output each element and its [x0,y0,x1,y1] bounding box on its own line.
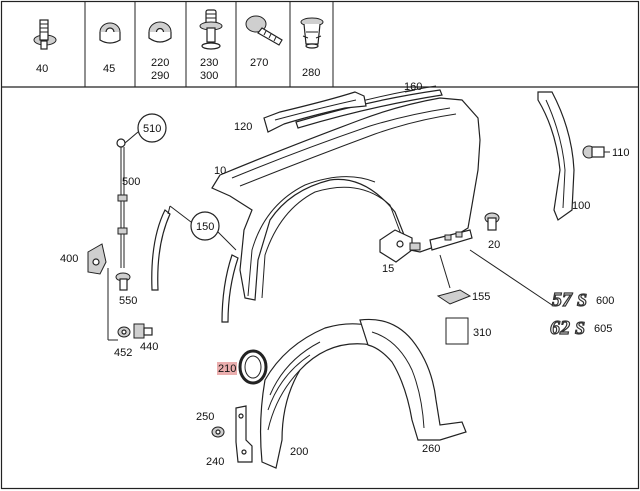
label-110: 110 [612,147,630,159]
label-200: 200 [290,446,308,458]
bracket-15[interactable] [379,229,421,263]
label-290: 290 [151,70,169,82]
clip-110[interactable] [582,145,605,159]
label-270: 270 [250,57,268,69]
bolt-20[interactable] [484,212,500,231]
highlight-210 [217,362,237,375]
label-210: 210 [218,363,236,375]
leader-badge [469,249,553,306]
label-10: 10 [214,165,226,177]
header-cells [84,1,334,87]
label-550: 550 [119,295,137,307]
label-230: 230 [200,57,218,69]
washer-452[interactable] [117,326,131,338]
svg-text:62: 62 [550,317,570,339]
part-230-rivet-icon[interactable] [199,9,223,50]
part-40-bolt-icon[interactable] [33,19,57,50]
label-605: 605 [594,323,612,335]
part-45-nut-icon[interactable] [99,22,121,44]
pad-155[interactable] [436,289,472,305]
callout-150 [190,211,220,241]
label-440: 440 [140,341,158,353]
label-100: 100 [572,200,590,212]
label-300: 300 [200,70,218,82]
label-160: 160 [404,81,422,93]
badge-62s[interactable]: 62 S [549,316,585,339]
bolt-250[interactable] [211,426,225,438]
seal-120[interactable] [263,91,367,133]
part-270-screw-icon[interactable] [245,15,283,46]
liner-200[interactable] [259,323,397,469]
part-280-clip-icon[interactable] [300,17,324,49]
callout-510 [137,113,167,143]
bolt-440[interactable] [133,323,153,339]
label-150: 150 [196,221,214,233]
svg-text:S: S [577,290,587,310]
svg-text:57: 57 [552,289,573,311]
label-250: 250 [196,411,214,423]
label-40: 40 [36,63,48,75]
liner-260[interactable] [359,318,467,441]
svg-text:S: S [575,318,585,338]
badge-57s[interactable]: 57 S [551,288,587,311]
label-280: 280 [302,67,320,79]
bracket-400[interactable] [87,243,107,275]
label-120: 120 [234,121,252,133]
screw-550[interactable] [115,272,131,291]
label-310: 310 [473,327,491,339]
label-20: 20 [488,239,500,251]
label-500: 500 [122,176,140,188]
label-510: 510 [143,123,161,135]
bracket-240[interactable] [235,405,253,463]
label-452: 452 [114,347,132,359]
label-45: 45 [103,63,115,75]
support-rod-500[interactable] [116,138,128,268]
label-240: 240 [206,456,224,468]
pad-310[interactable] [445,317,469,345]
trim-150[interactable] [151,209,239,323]
label-600: 600 [596,295,614,307]
label-260: 260 [422,443,440,455]
ring-210[interactable] [238,349,268,385]
label-155: 155 [472,291,490,303]
label-400: 400 [60,253,78,265]
label-220: 220 [151,57,169,69]
part-220-clip-icon[interactable] [148,21,172,43]
strip-100[interactable] [537,91,575,221]
label-15: 15 [382,263,394,275]
